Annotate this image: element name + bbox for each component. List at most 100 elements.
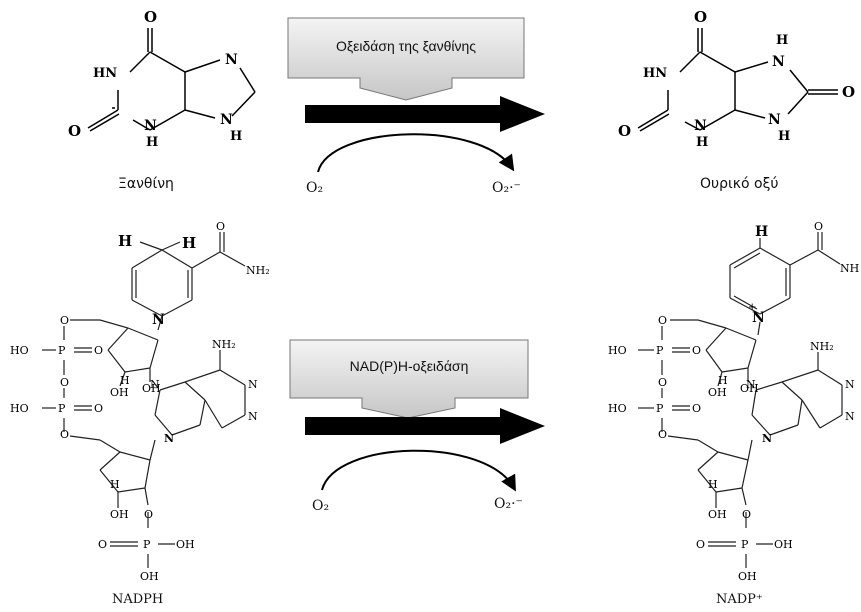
uric-acid-atom: O	[842, 83, 855, 101]
nadph-atom: OH	[140, 570, 159, 583]
nadp-plus-name: NADP⁺	[716, 592, 763, 607]
nadp-plus-atom: OH	[708, 386, 727, 399]
uric-acid-atom: O	[618, 122, 631, 140]
nadp-plus-atom: O	[658, 314, 667, 327]
nadp-plus-atom: OH	[738, 570, 757, 583]
bottom-reaction-arrow	[305, 408, 545, 444]
nadp-plus-atom: N	[845, 410, 855, 423]
nadp-plus-atom: O	[814, 220, 823, 233]
nadph-name: NADPH	[112, 592, 164, 607]
xanthine-atom: N	[225, 52, 238, 68]
nadph-labels: H H O NH₂ N O HO P O O HO P O O H OH OH …	[10, 220, 270, 583]
uric-acid-atom: H	[778, 129, 790, 144]
nadph-atom: OH	[110, 508, 129, 521]
nadp-plus-atom: N	[762, 432, 772, 445]
uric-acid-atom: O	[694, 8, 707, 26]
nadp-plus-atom: OH	[708, 508, 727, 521]
nadp-plus-atom: N	[752, 310, 765, 326]
xanthine-atom: HN	[93, 66, 117, 81]
bottom-cofactor-curve	[321, 449, 516, 492]
top-enzyme-box	[287, 17, 525, 101]
uric-acid-atom: N	[768, 112, 781, 128]
nadp-plus-atom: O	[742, 508, 751, 521]
nadp-plus-atom: O	[658, 376, 667, 389]
uric-acid-atom: N	[694, 118, 707, 134]
nadp-plus-atom: NH₂	[810, 340, 834, 353]
nadp-plus-atom: N	[746, 378, 756, 391]
nadp-plus-atom: O	[692, 344, 701, 357]
nadph-atom: O	[60, 314, 69, 327]
nadph-atom: O	[216, 220, 225, 233]
nadp-plus-structure	[638, 232, 843, 568]
nadph-atom: OH	[110, 386, 129, 399]
xanthine-atom: H	[230, 129, 242, 144]
nadph-atom: NH₂	[246, 264, 270, 277]
uric-acid-atom: N	[772, 54, 785, 70]
nadph-atom: OH	[176, 538, 195, 551]
uric-acid-atom: H	[696, 135, 708, 150]
nadph-atom: O	[94, 402, 103, 415]
bottom-oxygen-in: O₂	[312, 498, 330, 514]
nadph-atom: N	[150, 378, 160, 391]
nadph-atom: N	[248, 410, 258, 423]
uric-acid-structure	[637, 28, 838, 132]
xanthine-atom: N	[220, 112, 233, 128]
uric-acid-atom: HN	[643, 66, 667, 81]
nadph-atom: H	[120, 374, 130, 387]
bottom-superoxide-out: O₂·⁻	[494, 496, 523, 512]
xanthine-atom: N	[144, 118, 157, 134]
uric-acid-name: Ουρικό οξύ	[700, 176, 779, 192]
nadp-plus-atom: HO	[608, 344, 627, 357]
nadph-atom: N	[248, 378, 258, 391]
nadp-plus-atom: HO	[608, 402, 627, 415]
nadp-plus-atom: OH	[774, 538, 793, 551]
xanthine-atom: O	[68, 122, 81, 140]
nadph-atom: O	[60, 376, 69, 389]
nadph-atom: O	[144, 508, 153, 521]
nadp-plus-atom: O	[696, 538, 705, 551]
nadph-atom: H	[110, 478, 120, 491]
nadp-plus-atom: P	[656, 402, 664, 415]
nadph-atom: N	[164, 432, 174, 445]
nadp-plus-atom: H	[755, 224, 768, 240]
top-enzyme-label: Οξειδάση της ξανθίνης	[335, 38, 477, 54]
nadph-atom: H	[118, 232, 132, 250]
nadph-structure	[42, 232, 246, 568]
nadp-plus-atom: H	[708, 478, 718, 491]
nadph-atom: HO	[10, 344, 29, 357]
nadp-plus-atom: +	[748, 302, 756, 313]
nadp-plus-atom: H	[718, 374, 728, 387]
nadph-atom: P	[143, 538, 151, 551]
top-cofactor-curve	[317, 133, 515, 173]
nadp-plus-atom: O	[692, 402, 701, 415]
nadph-atom: P	[58, 344, 66, 357]
nadp-plus-atom: O	[658, 428, 667, 441]
xanthine-atom: O	[144, 8, 157, 26]
top-superoxide-out: O₂·⁻	[492, 180, 521, 196]
bottom-enzyme-label: NAD(P)H-οξειδάση	[349, 358, 469, 374]
bottom-enzyme-box	[289, 339, 529, 419]
nadph-atom: P	[58, 402, 66, 415]
nadph-atom: HO	[10, 402, 29, 415]
nadph-atom: NH₂	[212, 338, 236, 351]
top-oxygen-in: O₂	[306, 180, 324, 196]
nadp-plus-atom: NH	[840, 262, 859, 275]
nadph-atom: O	[94, 344, 103, 357]
nadp-plus-atom: P	[656, 344, 664, 357]
nadp-plus-atom: P	[741, 538, 749, 551]
nadph-atom: O	[98, 538, 107, 551]
xanthine-structure	[87, 28, 256, 132]
xanthine-name: Ξανθίνη	[118, 176, 174, 192]
nadph-atom: H	[182, 234, 196, 252]
nadp-plus-labels: H O NH N + O HO P O O HO P O O H OH OH N…	[608, 220, 859, 583]
nadp-plus-atom: OH	[740, 382, 759, 395]
nadph-atom: O	[60, 428, 69, 441]
nadph-atom: OH	[142, 382, 161, 395]
uric-acid-atom: H	[776, 33, 788, 48]
top-reaction-arrow	[305, 96, 545, 132]
nadp-plus-atom: N	[845, 378, 855, 391]
xanthine-atom: H	[146, 135, 158, 150]
nadph-atom: N	[152, 312, 165, 328]
